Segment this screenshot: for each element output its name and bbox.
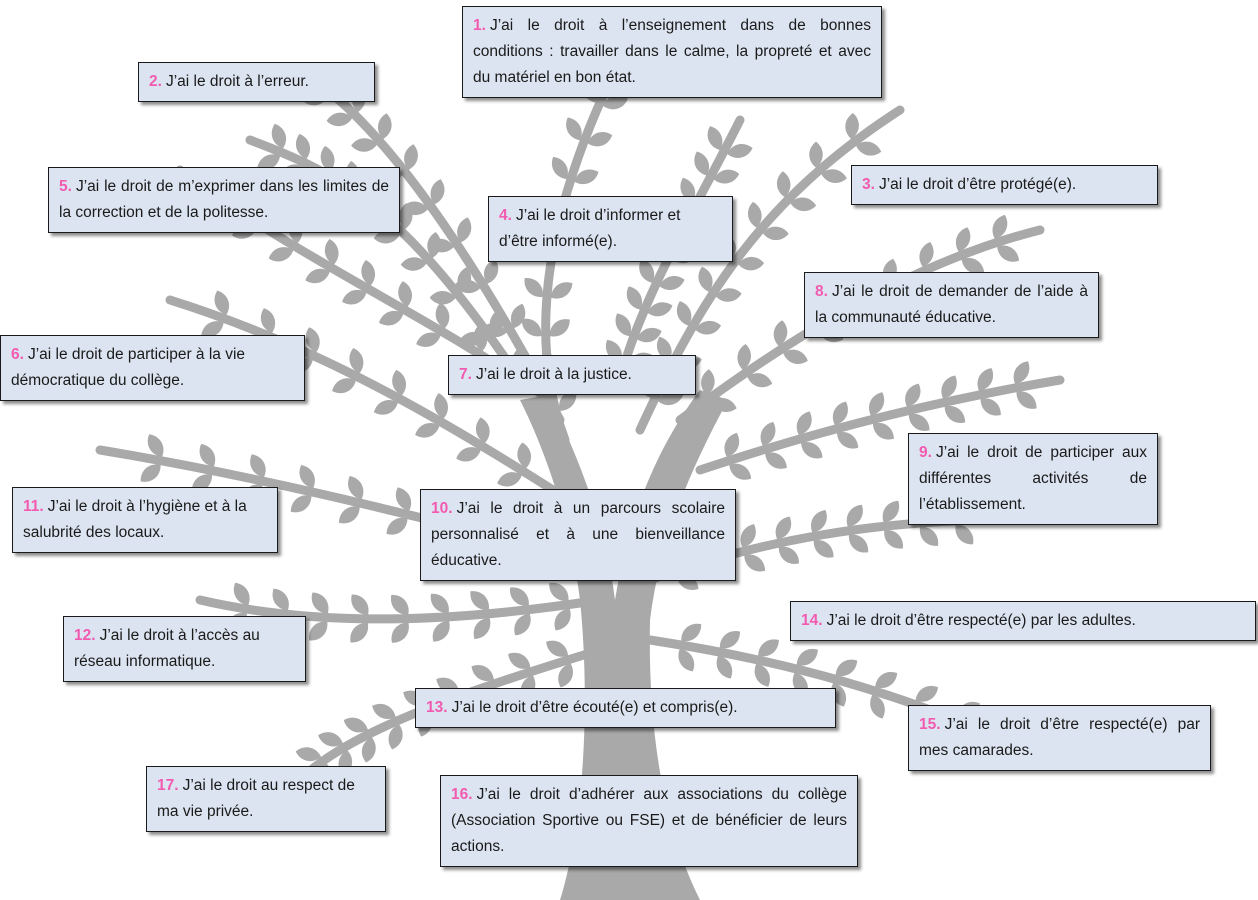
right-number: 9. (919, 444, 932, 461)
right-box-8: 8.J’ai le droit de demander de l’aide à … (804, 272, 1099, 338)
right-text: J’ai le droit d’adhérer aux associations… (451, 786, 847, 855)
right-text: J’ai le droit d’être respecté(e) par les… (826, 612, 1136, 629)
right-box-7: 7.J’ai le droit à la justice. (448, 355, 696, 395)
right-number: 12. (74, 627, 96, 644)
right-text: J’ai le droit de m’exprimer dans les lim… (59, 178, 389, 221)
right-box-3: 3.J’ai le droit d’être protégé(e). (851, 165, 1158, 205)
right-number: 7. (459, 366, 472, 383)
right-number: 5. (59, 178, 72, 195)
right-text: J’ai le droit à l’accès au réseau inform… (74, 627, 260, 670)
right-text: J’ai le droit d’être écouté(e) et compri… (451, 699, 738, 716)
tree-branch (695, 375, 1065, 475)
tree-branch (165, 295, 605, 525)
right-number: 10. (431, 500, 453, 517)
right-text: J’ai le droit de participer aux différen… (919, 444, 1147, 513)
right-number: 8. (815, 283, 828, 300)
right-box-16: 16.J’ai le droit d’adhérer aux associati… (440, 775, 858, 867)
right-text: J’ai le droit de participer à la vie dém… (11, 346, 246, 389)
right-number: 11. (23, 498, 44, 515)
right-number: 2. (149, 73, 162, 90)
right-box-10: 10.J’ai le droit à un parcours scolaire … (420, 489, 736, 581)
right-box-15: 15.J’ai le droit d’être respecté(e) par … (908, 705, 1211, 771)
right-box-6: 6.J’ai le droit de participer à la vie d… (0, 335, 305, 401)
right-number: 15. (919, 716, 941, 733)
right-text: J’ai le droit d’informer et d’être infor… (499, 207, 681, 250)
right-box-13: 13.J’ai le droit d’être écouté(e) et com… (415, 688, 836, 728)
tree-branch (195, 595, 605, 624)
right-box-12: 12.J’ai le droit à l’accès au réseau inf… (63, 616, 306, 682)
right-text: J’ai le droit à l’enseignement dans de b… (473, 17, 871, 86)
right-text: J’ai le droit de demander de l’aide à la… (815, 283, 1088, 326)
right-number: 6. (11, 346, 24, 363)
right-number: 4. (499, 207, 512, 224)
right-box-17: 17.J’ai le droit au respect de ma vie pr… (146, 766, 386, 832)
right-box-11: 11.J’ai le droit à l’hygiène et à la sal… (12, 487, 278, 553)
right-text: J’ai le droit à l’hygiène et à la salubr… (23, 498, 247, 541)
right-box-14: 14.J’ai le droit d’être respecté(e) par … (790, 601, 1256, 641)
right-text: J’ai le droit à l’erreur. (165, 73, 309, 90)
right-box-2: 2.J’ai le droit à l’erreur. (138, 62, 375, 102)
right-number: 13. (426, 699, 448, 716)
right-box-1: 1.J’ai le droit à l’enseignement dans de… (462, 6, 882, 98)
right-text: J’ai le droit d’être respecté(e) par mes… (919, 716, 1200, 759)
right-box-9: 9.J’ai le droit de participer aux différ… (908, 433, 1158, 525)
right-number: 16. (451, 786, 473, 803)
right-number: 14. (801, 612, 823, 629)
right-text: J’ai le droit à un parcours scolaire per… (431, 500, 725, 569)
right-number: 3. (862, 176, 875, 193)
right-text: J’ai le droit au respect de ma vie privé… (157, 777, 355, 820)
right-box-4: 4.J’ai le droit d’informer et d’être inf… (488, 196, 733, 262)
right-text: J’ai le droit d’être protégé(e). (878, 176, 1077, 193)
right-number: 17. (157, 777, 179, 794)
right-text: J’ai le droit à la justice. (475, 366, 632, 383)
right-number: 1. (473, 17, 486, 34)
right-box-5: 5.J’ai le droit de m’exprimer dans les l… (48, 167, 400, 233)
